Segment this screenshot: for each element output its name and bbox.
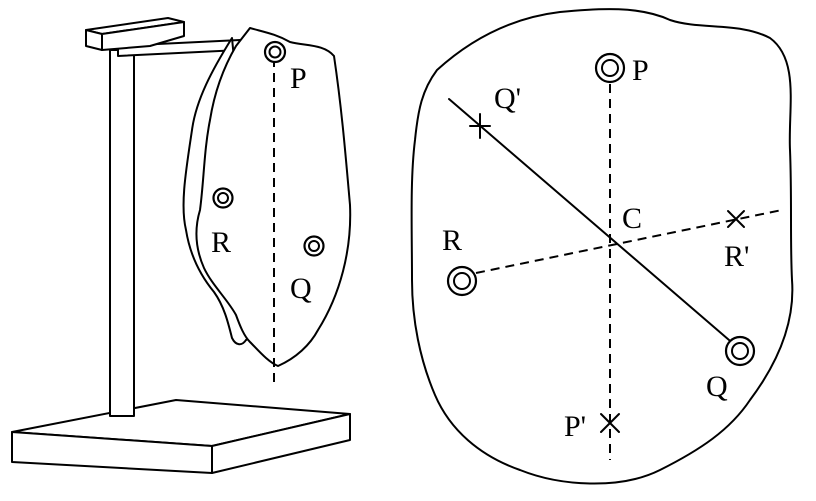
label-R-left: R: [211, 226, 231, 259]
line-Q-Qprime: [448, 98, 737, 347]
hole-R-left: [212, 187, 234, 209]
label-R-right: R: [442, 224, 462, 257]
stand-base-side: [211, 413, 351, 474]
stand-clamp-front: [101, 21, 185, 51]
hole-P-left: [263, 40, 287, 64]
mark-Pprime: [600, 413, 620, 433]
mark-Rprime: [727, 210, 745, 228]
hanging-lamina: [182, 27, 352, 367]
stand-apparatus: [11, 17, 351, 474]
label-P-left: P: [290, 62, 307, 95]
lamina-outline-right: [410, 8, 794, 485]
label-Q-right: Q: [706, 370, 728, 403]
stand-clamp: [85, 29, 103, 51]
label-Qprime-right: Q': [494, 82, 521, 115]
stand-pole: [109, 49, 135, 417]
hole-P-right: [594, 52, 626, 84]
hole-Q-right: [724, 335, 756, 367]
label-Pprime-right: P': [564, 410, 586, 443]
hole-Q-left: [303, 235, 325, 257]
label-Q-left: Q: [290, 272, 312, 305]
label-Rprime-right: R': [724, 240, 749, 273]
line-R-Rprime: [475, 209, 783, 274]
hole-R-right: [446, 265, 478, 297]
label-C-right: C: [622, 202, 642, 235]
mark-Qprime: [469, 113, 491, 139]
label-P-right: P: [632, 54, 649, 87]
